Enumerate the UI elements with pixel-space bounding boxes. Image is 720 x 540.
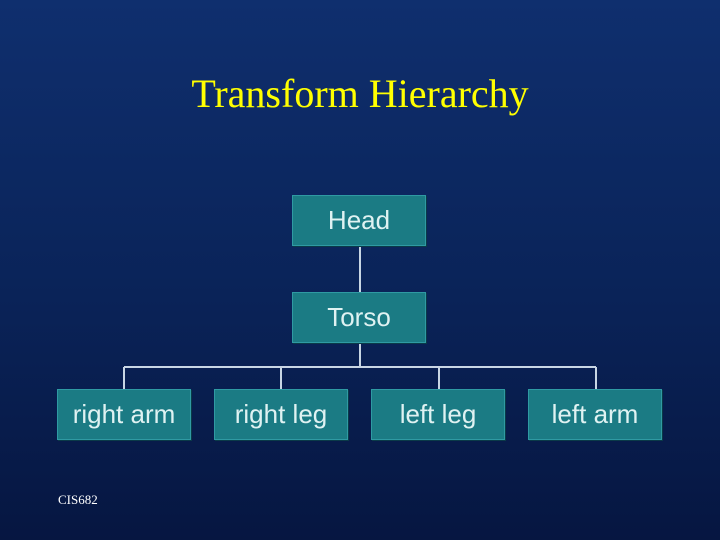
node-right-arm: right arm	[57, 389, 191, 440]
node-head: Head	[292, 195, 426, 246]
node-left-leg: left leg	[371, 389, 505, 440]
node-right-leg: right leg	[214, 389, 348, 440]
node-torso: Torso	[292, 292, 426, 343]
node-left-arm: left arm	[528, 389, 662, 440]
slide-title: Transform Hierarchy	[191, 71, 529, 116]
footer-course-code: CIS682	[58, 492, 98, 507]
